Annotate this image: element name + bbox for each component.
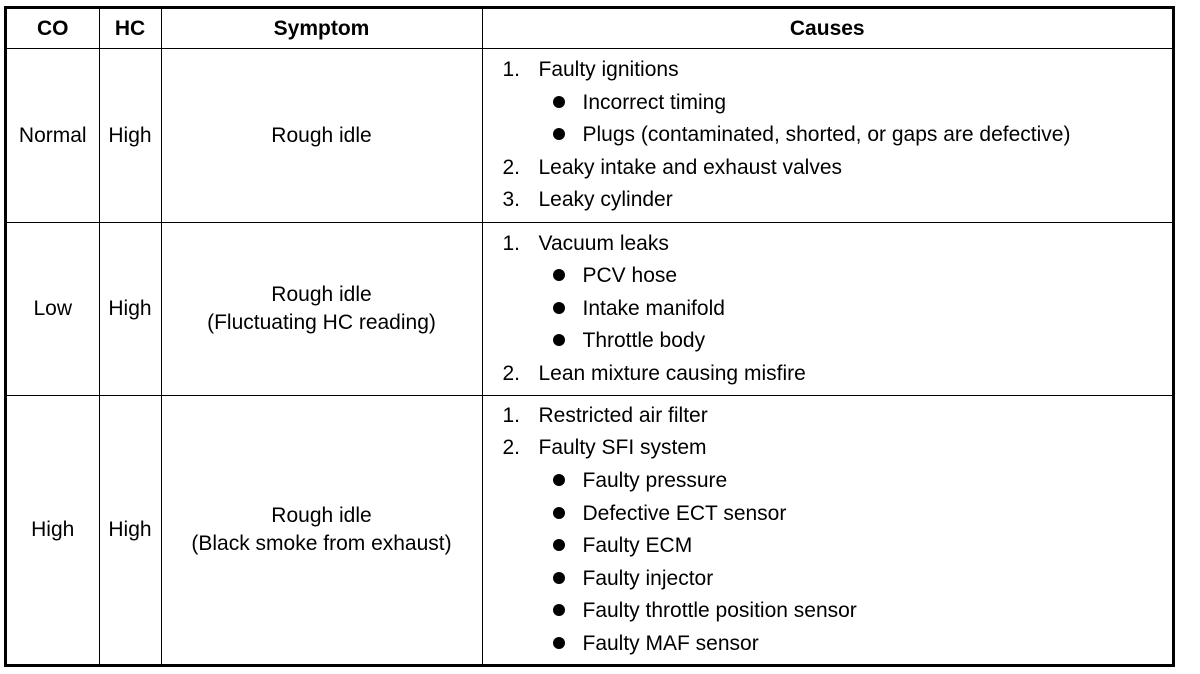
cause-number: 2. — [502, 155, 521, 179]
sub-cause-item: Faulty pressure — [552, 465, 1173, 498]
sub-cause-item: PCV hose — [552, 260, 1173, 293]
hc-value: High — [98, 48, 162, 223]
causes-cell: 1. Restricted air filter 2. Faulty SFI syst… — [481, 395, 1173, 665]
sub-cause-text: Incorrect timing — [582, 90, 727, 114]
bullet-icon — [552, 269, 565, 282]
cause-number: 3. — [502, 188, 521, 212]
sub-cause-item: Intake manifold — [552, 293, 1173, 326]
header-causes: Causes — [481, 9, 1172, 49]
bullet-icon — [552, 474, 565, 487]
symptom-line: Rough idle — [271, 504, 372, 528]
symptom-line: Rough idle — [271, 283, 372, 306]
sub-cause-text: Intake manifold — [582, 296, 725, 320]
cause-item: 2. Leaky intake and exhaust valves — [503, 152, 1173, 185]
cause-item: 1. Restricted air filter — [503, 400, 1173, 433]
bullet-icon — [552, 95, 565, 108]
cause-number: 1. — [502, 58, 521, 82]
bullet-icon — [552, 506, 565, 519]
sub-cause-text: PCV hose — [582, 264, 678, 288]
cause-text: Leaky intake and exhaust valves — [538, 155, 843, 179]
symptom-line: Rough idle — [271, 123, 372, 147]
header-co: CO — [7, 9, 100, 49]
cause-text: Faulty SFI system — [538, 436, 707, 460]
symptom-line: (Black smoke from exhaust) — [191, 532, 452, 556]
sub-cause-item: Faulty injector — [552, 563, 1173, 596]
causes-list: 1. Restricted air filter 2. Faulty SFI syst… — [483, 400, 1173, 661]
cause-number: 1. — [502, 231, 521, 255]
sub-cause-text: Faulty injector — [582, 566, 714, 590]
bullet-icon — [552, 539, 565, 552]
cause-text: Faulty ignitions — [538, 58, 679, 82]
symptom-cell: Rough idle (Fluctuating HC reading) — [160, 222, 483, 396]
sub-cause-text: Faulty ECM — [582, 534, 693, 558]
co-value: High — [7, 395, 100, 665]
cause-number: 2. — [502, 436, 521, 460]
sub-cause-item: Faulty throttle position sensor — [552, 595, 1173, 628]
symptom-line: (Fluctuating HC reading) — [207, 311, 436, 334]
symptom-cell: Rough idle (Black smoke from exhaust) — [160, 395, 483, 665]
header-hc: HC — [98, 9, 162, 49]
co-value: Normal — [7, 48, 100, 223]
sub-cause-text: Faulty pressure — [582, 469, 728, 493]
hc-value: High — [98, 395, 162, 665]
header-row: CO HC Symptom Causes — [7, 9, 1172, 49]
co-value: Low — [7, 222, 100, 396]
bullet-icon — [552, 334, 565, 347]
cause-text: Restricted air filter — [538, 403, 708, 427]
bullet-icon — [552, 604, 565, 617]
cause-number: 1. — [502, 403, 521, 427]
symptom-cell: Rough idle — [160, 48, 483, 223]
cause-item: 3. Leaky cylinder — [503, 184, 1173, 217]
sub-cause-item: Throttle body — [552, 325, 1173, 358]
header-symptom: Symptom — [160, 9, 483, 49]
sub-cause-text: Plugs (contaminated, shorted, or gaps ar… — [582, 123, 1071, 147]
cause-text: Leaky cylinder — [538, 188, 673, 212]
bullet-icon — [552, 637, 565, 650]
sub-cause-text: Faulty throttle position sensor — [582, 599, 857, 623]
sub-cause-text: Faulty MAF sensor — [582, 632, 759, 656]
bullet-icon — [552, 128, 565, 141]
cause-item: 2. Lean mixture causing misfire — [503, 358, 1173, 391]
sub-cause-item: Faulty ECM — [552, 530, 1173, 563]
sub-cause-text: Throttle body — [582, 329, 706, 353]
sub-cause-item: Defective ECT sensor — [552, 498, 1173, 531]
sub-cause-item: Incorrect timing — [552, 87, 1173, 120]
sub-cause-item: Plugs (contaminated, shorted, or gaps ar… — [552, 119, 1173, 152]
cause-text: Lean mixture causing misfire — [538, 361, 806, 385]
hc-value: High — [98, 222, 162, 396]
sub-cause-text: Defective ECT sensor — [582, 501, 787, 525]
cause-number: 2. — [502, 361, 521, 385]
bullet-icon — [552, 301, 565, 314]
bullet-icon — [552, 571, 565, 584]
sub-cause-item: Faulty MAF sensor — [552, 628, 1173, 661]
cause-text: Vacuum leaks — [538, 231, 669, 255]
